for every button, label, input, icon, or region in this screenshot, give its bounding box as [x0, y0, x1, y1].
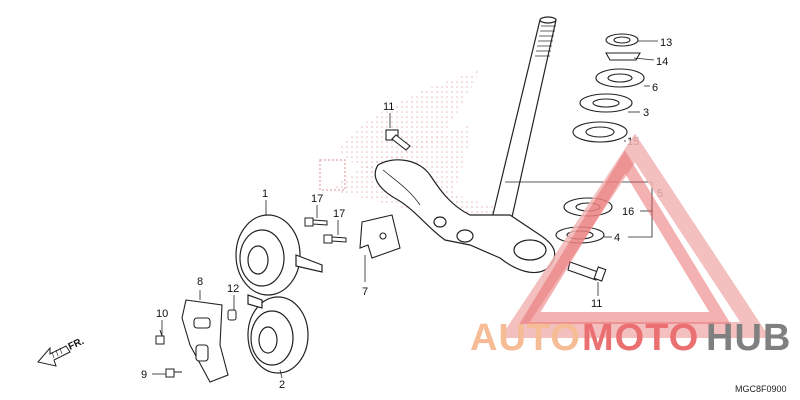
callout-labels: 1 2 3 4 5 6 7 8 9 10 11 11 12 13 14 15 1…	[141, 37, 672, 391]
callout-12: 12	[227, 283, 239, 295]
bottom-bridge	[374, 159, 556, 273]
callout-16: 16	[622, 206, 634, 218]
watermark-text-moto: MOTO	[582, 317, 699, 359]
callout-9: 9	[141, 369, 147, 381]
callout-10: 10	[156, 308, 168, 320]
leader-lines	[152, 40, 658, 379]
horn-lower	[247, 294, 309, 374]
horn-upper	[235, 214, 323, 296]
callout-2: 2	[279, 379, 285, 391]
diagram-code: MGC8F0900	[735, 384, 787, 394]
mounting-plate	[181, 299, 229, 383]
callout-17-b: 17	[333, 208, 345, 220]
steering-stem	[487, 16, 557, 236]
bolt-lower	[567, 261, 607, 282]
callout-11-lower: 11	[591, 298, 602, 310]
callout-7: 7	[362, 286, 368, 298]
horn-bracket	[359, 214, 401, 259]
watermark-triangle-front	[519, 150, 731, 324]
callout-4: 4	[614, 232, 620, 244]
callout-14: 14	[656, 56, 668, 68]
callout-17-a: 17	[311, 193, 323, 205]
callout-1: 1	[262, 188, 268, 200]
callout-3: 3	[643, 107, 649, 119]
bolt-upper	[385, 129, 411, 151]
front-direction-indicator: FR.	[37, 336, 86, 367]
front-arrow-icon	[51, 347, 63, 359]
watermark-text-auto: AUTO	[470, 317, 581, 359]
callout-13: 13	[660, 37, 672, 49]
front-label: FR.	[67, 336, 86, 353]
automotohub-watermark: AUTO MOTO HUB	[470, 133, 791, 359]
callout-6: 6	[652, 82, 658, 94]
watermark-triangle-back	[500, 133, 770, 338]
bearing-stack-upper	[572, 33, 645, 143]
callout-8: 8	[197, 276, 203, 288]
watermark-text-hub: HUB	[706, 317, 791, 359]
callout-11-upper: 11	[383, 101, 394, 113]
small-fasteners	[155, 217, 347, 378]
